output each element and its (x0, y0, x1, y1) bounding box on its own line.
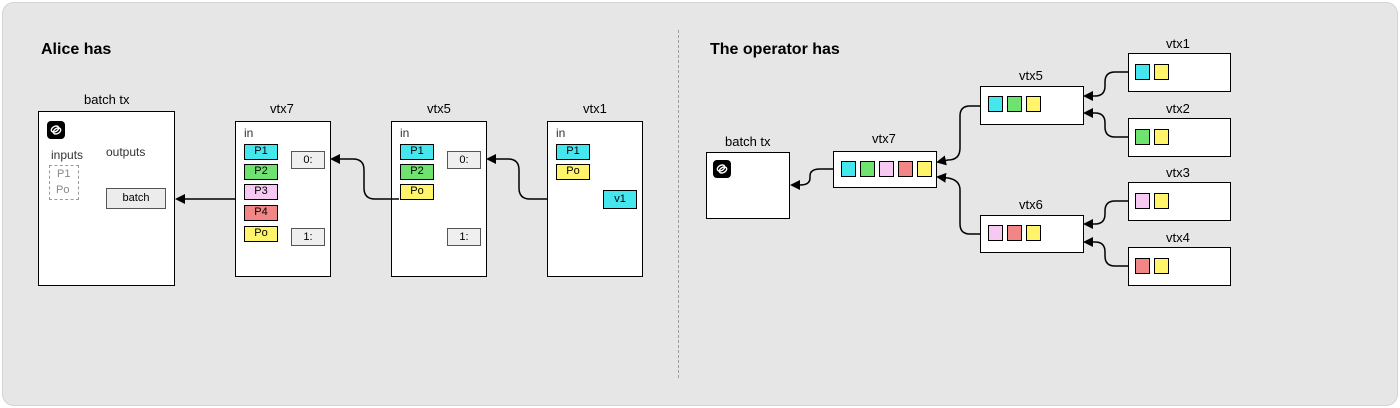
vtx1-in-label: in (556, 126, 566, 140)
vtx7-input-p2: P2 (244, 164, 278, 180)
vtx2-square-green (1135, 129, 1150, 145)
outputs-label: outputs (106, 145, 146, 159)
batch-output: batch (106, 188, 166, 209)
vtx5-square-green (1007, 96, 1022, 112)
vtx5-output-0: 0: (447, 151, 481, 169)
vtx5-input-p2: P2 (400, 164, 434, 180)
alice-vtx7-label: vtx7 (270, 101, 294, 116)
arrow-vtx6-to-vtx7-op (936, 172, 980, 235)
vtx6-square-red (1007, 225, 1022, 241)
operator-vtx6-box (980, 215, 1084, 253)
alice-heading: Alice has (41, 41, 112, 58)
operator-vtx2-box (1128, 118, 1231, 157)
operator-vtx3-box (1128, 182, 1231, 221)
vtx2-square-yellow (1154, 129, 1169, 145)
vtx7-square-pink (879, 161, 894, 177)
vtx6-square-pink (988, 225, 1003, 241)
operator-batch-tx-label: batch tx (725, 134, 771, 149)
operator-vtx4-box (1128, 247, 1231, 286)
vtx7-output-0: 0: (291, 151, 325, 169)
arrow-vtx7-to-batch-op (790, 168, 833, 190)
vtx7-output-1: 1: (291, 228, 325, 246)
alice-vtx1-box: in P1 Po v1 (547, 121, 643, 277)
operator-vtx1-label: vtx1 (1166, 36, 1190, 51)
alice-vtx1-label: vtx1 (583, 101, 607, 116)
vtx1-input-p1: P1 (556, 144, 590, 160)
alice-vtx5-box: in P1 P2 Po 0: 1: (391, 121, 487, 277)
operator-vtx5-label: vtx5 (1019, 68, 1043, 83)
vtx4-square-yellow (1154, 258, 1169, 274)
vtx5-square-cyan (988, 96, 1003, 112)
vtx5-input-p1: P1 (400, 144, 434, 160)
alice-batch-tx-label: batch tx (84, 92, 130, 107)
vtx5-square-yellow (1026, 96, 1041, 112)
ark-logo-icon (713, 160, 731, 178)
alice-batch-tx-box: inputs outputs P1 Po batch (38, 111, 175, 286)
vtx5-output-1: 1: (447, 228, 481, 246)
vtx5-input-po: Po (400, 184, 434, 200)
operator-vtx4-label: vtx4 (1166, 230, 1190, 245)
ark-logo-icon (47, 121, 65, 139)
vtx1-square-yellow (1154, 64, 1169, 80)
operator-vtx1-box (1128, 53, 1231, 92)
ghost-inputs-box: P1 Po (49, 165, 79, 200)
alice-vtx7-box: in P1 P2 P3 P4 Po 0: 1: (235, 121, 331, 277)
vtx1-output-v1: v1 (603, 190, 637, 209)
vtx7-square-cyan (841, 161, 856, 177)
operator-vtx5-box (980, 86, 1084, 125)
vtx7-input-po: Po (244, 226, 278, 242)
vtx1-square-cyan (1135, 64, 1150, 80)
arrow-vtx1-to-vtx5 (486, 154, 547, 200)
vtx7-square-green (860, 161, 875, 177)
arrow-vtx1-to-vtx5-op (1083, 71, 1128, 101)
ghost-input-p1: P1 (57, 168, 71, 180)
inputs-label: inputs (51, 148, 84, 162)
vtx1-input-po: Po (556, 164, 590, 180)
operator-heading: The operator has (710, 41, 840, 58)
arrow-vtx5-to-vtx7-op (936, 105, 980, 166)
alice-vtx5-label: vtx5 (427, 101, 451, 116)
vtx7-in-label: in (244, 126, 254, 140)
operator-vtx2-label: vtx2 (1166, 101, 1190, 116)
vtx7-input-p3: P3 (244, 184, 278, 200)
arrow-vtx3-to-vtx6-op (1083, 200, 1128, 229)
vtx7-input-p4: P4 (244, 205, 278, 221)
operator-batch-tx-box (706, 152, 790, 219)
section-divider (678, 30, 679, 378)
operator-vtx3-label: vtx3 (1166, 165, 1190, 180)
arrow-vtx5-to-vtx7 (330, 154, 399, 200)
vtx3-square-yellow (1154, 193, 1169, 209)
arrow-vtx2-to-vtx5-op (1083, 108, 1128, 138)
arrow-vtx4-to-vtx6-op (1083, 237, 1128, 267)
operator-vtx7-box (833, 151, 937, 188)
vtx7-square-red (898, 161, 913, 177)
vtx7-input-p1: P1 (244, 144, 278, 160)
vtx4-square-red (1135, 258, 1150, 274)
vtx3-square-pink (1135, 193, 1150, 209)
vtx5-in-label: in (400, 126, 410, 140)
operator-vtx7-label: vtx7 (872, 131, 896, 146)
vtx7-square-yellow (917, 161, 932, 177)
operator-vtx6-label: vtx6 (1019, 197, 1043, 212)
vtx6-square-yellow (1026, 225, 1041, 241)
ghost-input-po: Po (56, 184, 70, 196)
